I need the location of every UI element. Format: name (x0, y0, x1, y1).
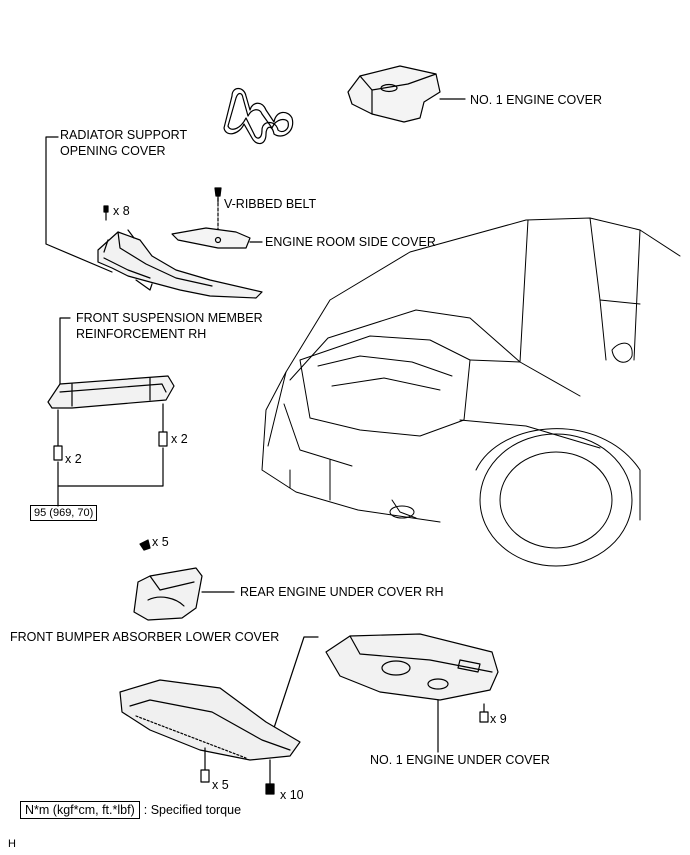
v-ribbed-belt-part (214, 87, 294, 241)
rear-engine-under-cover-part (133, 539, 235, 621)
qty-susp-bolts-left: x 2 (65, 452, 82, 466)
label-front-suspension-line1: FRONT SUSPENSION MEMBER (76, 311, 263, 325)
torque-spec-box: 95 (969, 70) (30, 505, 98, 521)
qty-bumper-screws: x 10 (280, 788, 304, 802)
label-front-suspension-line2: REINFORCEMENT RH (76, 327, 207, 341)
radiator-support-cover-part (45, 136, 263, 299)
label-rear-engine-under-cover: REAR ENGINE UNDER COVER RH (240, 585, 444, 599)
label-v-ribbed-belt: V-RIBBED BELT (224, 197, 317, 211)
qty-rear-cover-clips: x 5 (152, 535, 169, 549)
corner-mark: H (8, 838, 16, 850)
label-bumper-absorber-cover: FRONT BUMPER ABSORBER LOWER COVER (10, 630, 280, 644)
vehicle-illustration (261, 217, 681, 567)
torque-legend: N*m (kgf*cm, ft.*lbf) : Specified torque (20, 800, 241, 820)
qty-radiator-clips: x 8 (113, 204, 130, 218)
legend-text: : Specified torque (143, 803, 242, 817)
legend-unit-box: N*m (kgf*cm, ft.*lbf) (20, 801, 140, 819)
engine-room-side-cover-part (171, 227, 263, 249)
engine-under-cover-part (325, 633, 499, 753)
qty-susp-bolts-right: x 2 (171, 432, 188, 446)
label-radiator-cover-line1: RADIATOR SUPPORT (60, 128, 188, 142)
label-engine-cover: NO. 1 ENGINE COVER (470, 93, 602, 107)
label-engine-room-side-cover: ENGINE ROOM SIDE COVER (265, 235, 436, 249)
front-suspension-reinforcement-part (47, 317, 175, 505)
label-radiator-cover-line2: OPENING COVER (60, 144, 166, 158)
label-engine-under-cover: NO. 1 ENGINE UNDER COVER (370, 753, 550, 767)
engine-cover-part (347, 65, 466, 123)
bumper-absorber-cover-part (119, 636, 319, 795)
qty-bumper-bolts: x 5 (212, 778, 229, 792)
qty-under-cover-screws: x 9 (490, 712, 507, 726)
